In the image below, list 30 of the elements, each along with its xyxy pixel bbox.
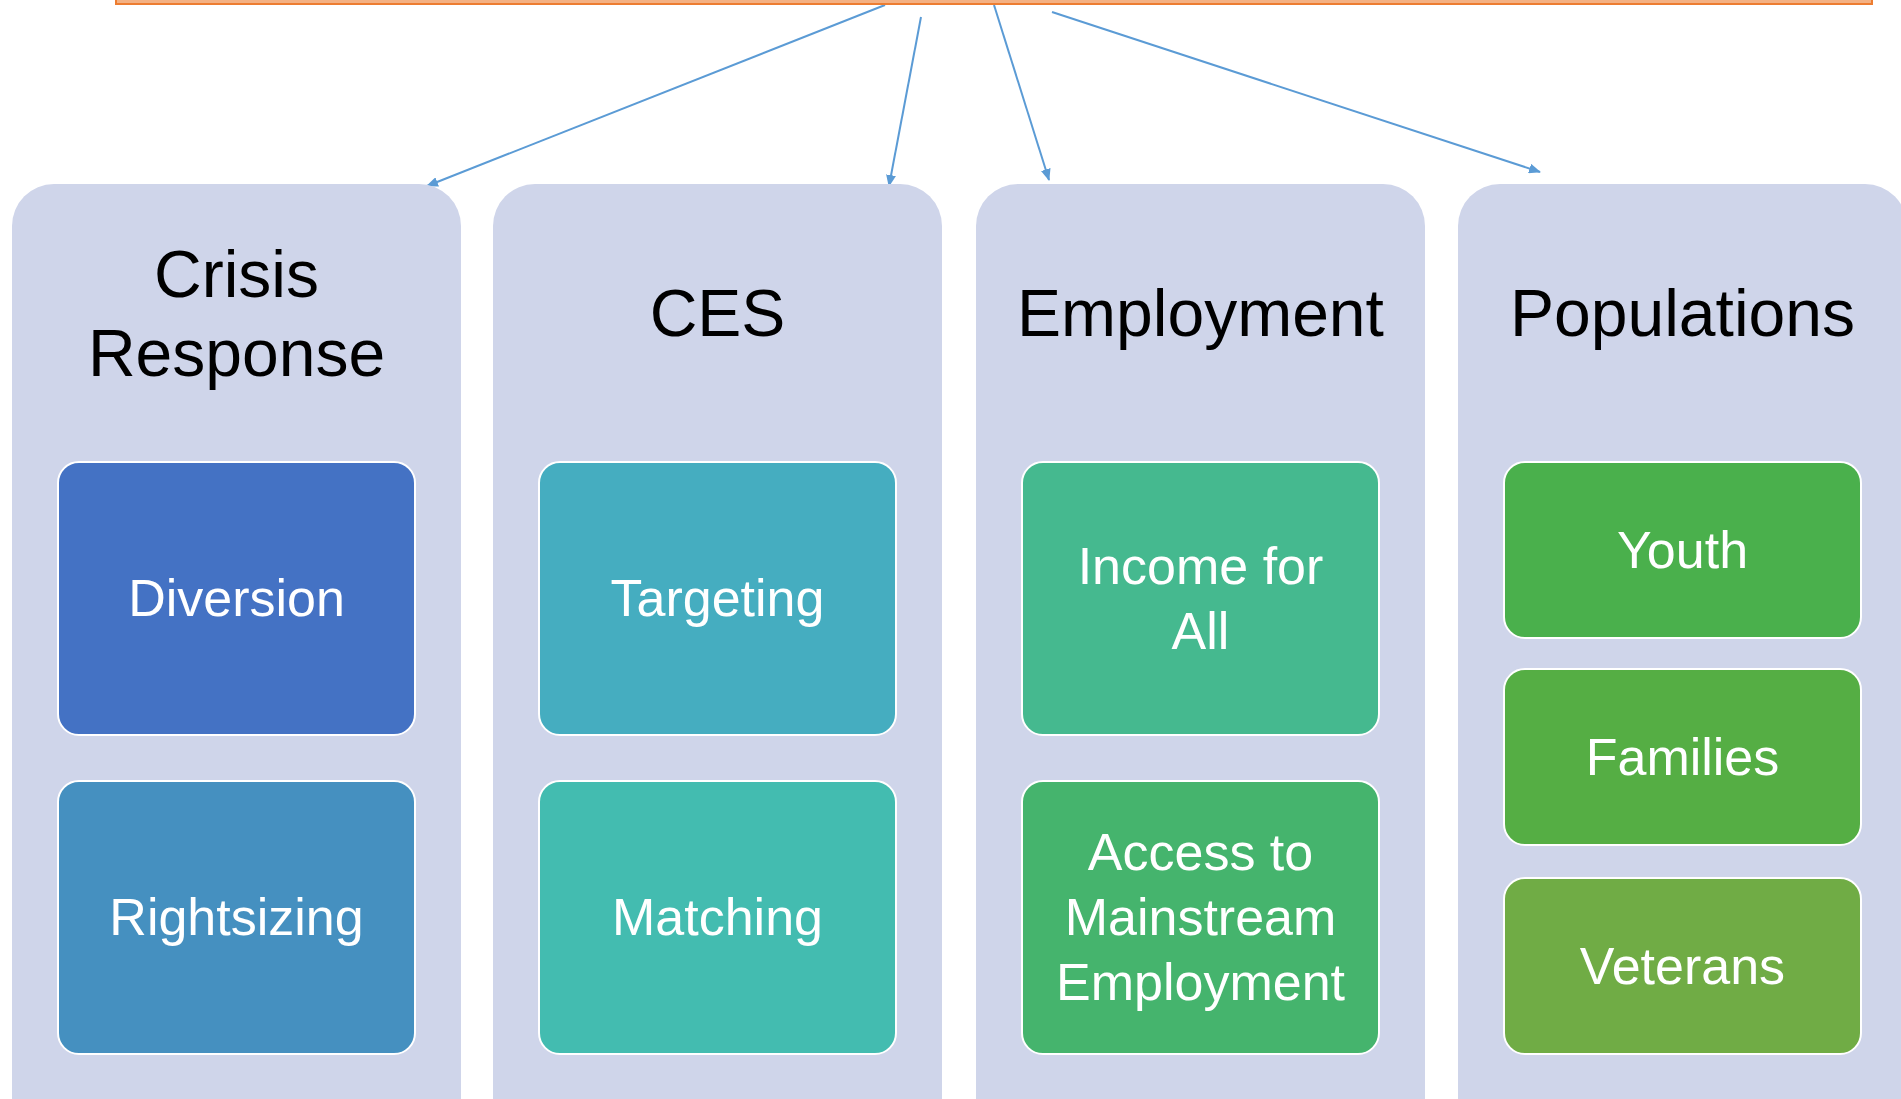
arrow <box>426 4 886 187</box>
topic-label: Rightsizing <box>109 887 364 948</box>
arrow <box>886 16 922 187</box>
topic-label: Veterans <box>1579 935 1786 997</box>
arrow <box>993 4 1051 181</box>
column-heading: Crisis Response <box>86 235 387 392</box>
category-column <box>12 184 461 1099</box>
topic-box <box>1021 780 1380 1055</box>
topic-label: Targeting <box>610 568 825 629</box>
topic-box <box>1021 461 1380 736</box>
category-column <box>493 184 942 1099</box>
column-heading: Populations <box>1510 275 1855 353</box>
topic-box <box>1503 877 1862 1055</box>
topic-box <box>1503 668 1862 846</box>
column-heading: CES <box>649 275 786 353</box>
topic-box <box>538 461 897 736</box>
topic-box <box>1503 461 1862 639</box>
arrow <box>1051 11 1541 174</box>
topic-label: Income for All <box>1076 535 1325 662</box>
topic-label: Matching <box>612 887 823 948</box>
category-column <box>976 184 1425 1099</box>
category-column <box>1458 184 1901 1099</box>
topic-box <box>57 780 416 1055</box>
topic-label: Families <box>1585 726 1780 788</box>
topic-box <box>57 461 416 736</box>
column-heading: Employment <box>1017 275 1384 353</box>
topic-label: Youth <box>1616 519 1749 581</box>
topic-label: Diversion <box>128 568 345 629</box>
topic-label: Access to Mainstream Employment <box>1056 822 1345 1013</box>
topic-box <box>538 780 897 1055</box>
